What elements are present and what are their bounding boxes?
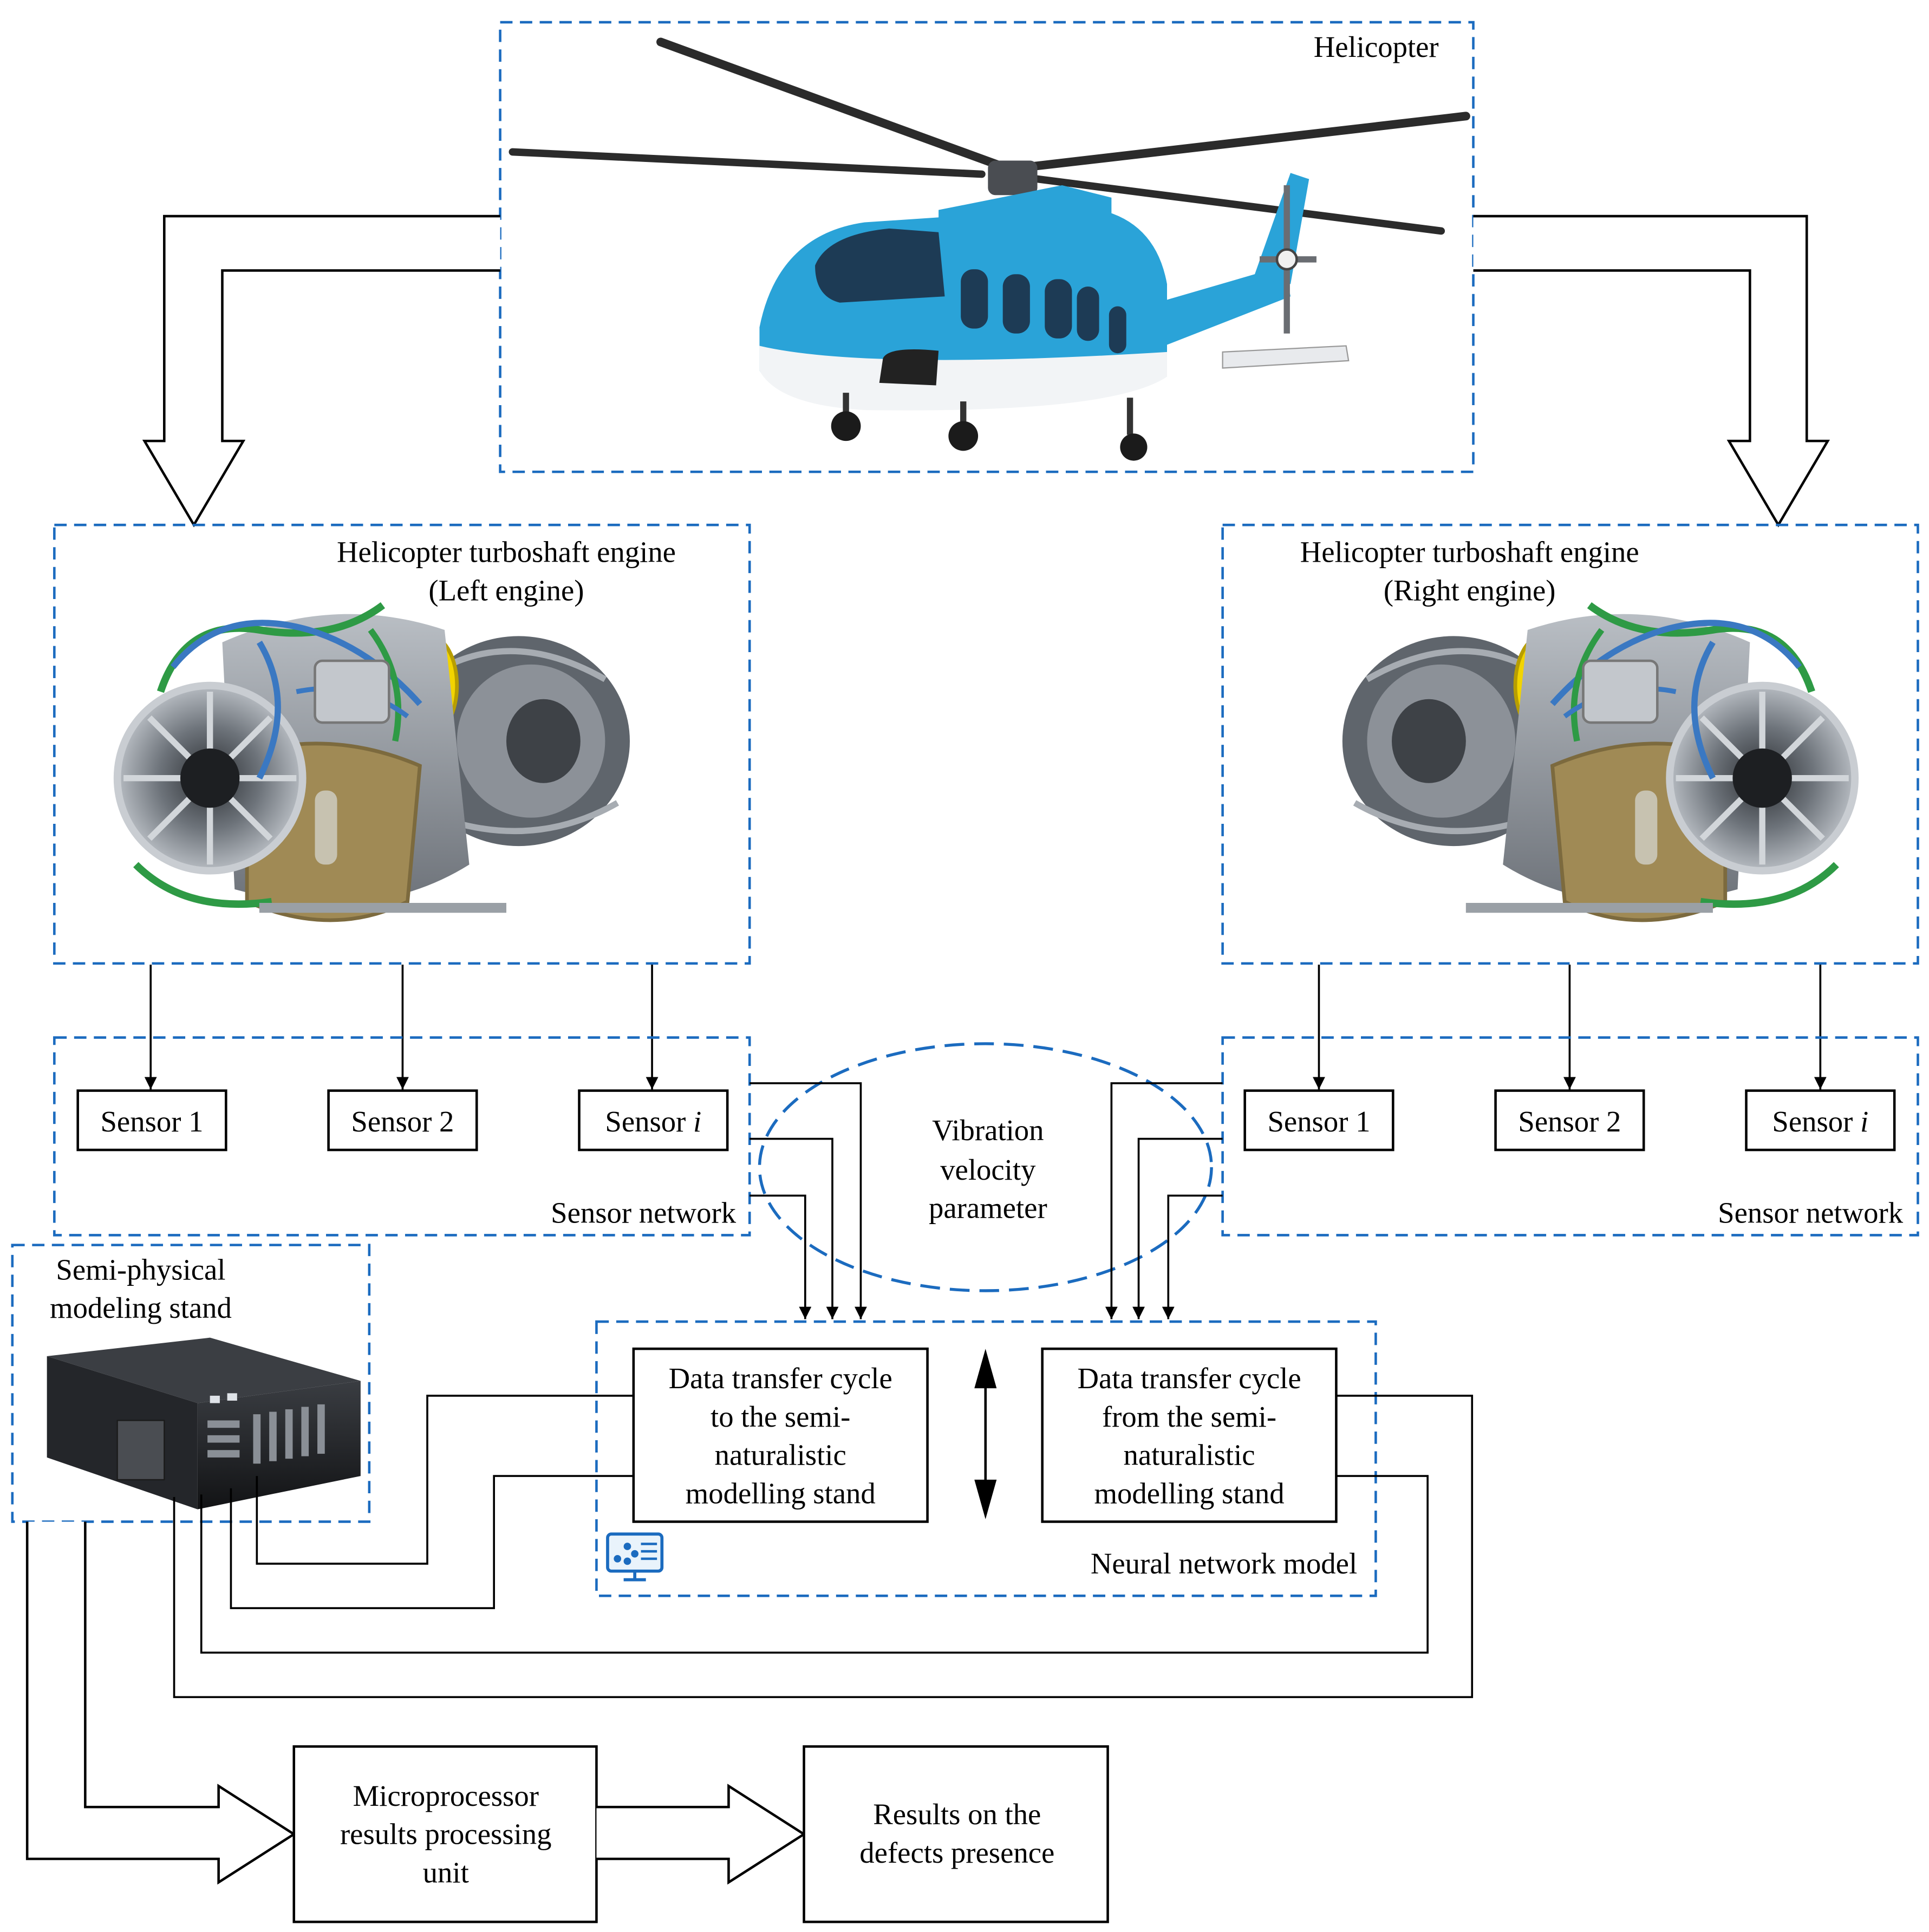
microprocessor-line-1: Microprocessor bbox=[353, 1779, 539, 1812]
vibration-line-3: parameter bbox=[929, 1191, 1047, 1224]
stand-network-connection-lines bbox=[173, 1395, 1474, 1699]
left-sensor-1-label: Sensor 1 bbox=[100, 1105, 203, 1138]
results-line-1: Results on the bbox=[873, 1798, 1041, 1831]
right-sensor-1-label: Sensor 1 bbox=[1267, 1105, 1370, 1138]
neural-network-label: Neural network model bbox=[1091, 1547, 1357, 1580]
left-engine-subtitle: (Left engine) bbox=[428, 574, 584, 607]
bidirectional-arrow bbox=[974, 1349, 997, 1519]
helicopter-label: Helicopter bbox=[1314, 30, 1439, 63]
right-sensor-1: Sensor 1 bbox=[1243, 1089, 1394, 1152]
to-stand-line-2: to the semi- bbox=[711, 1400, 850, 1433]
left-sensor-network-frame bbox=[53, 1036, 751, 1237]
right-sensor-2-label: Sensor 2 bbox=[1518, 1105, 1621, 1138]
right-sensor-i-index: i bbox=[1860, 1105, 1868, 1138]
from-stand-line-1: Data transfer cycle bbox=[1077, 1362, 1301, 1395]
left-sensor-network-label: Sensor network bbox=[551, 1196, 737, 1230]
from-stand-line-2: from the semi- bbox=[1102, 1400, 1276, 1433]
left-engine-frame bbox=[53, 523, 751, 965]
to-stand-line-4: modelling stand bbox=[686, 1476, 876, 1510]
neural-network-frame bbox=[595, 1320, 1377, 1597]
to-stand-line-1: Data transfer cycle bbox=[669, 1362, 892, 1395]
stand-line-2: modeling stand bbox=[50, 1291, 232, 1324]
right-engine-frame bbox=[1221, 523, 1919, 965]
to-stand-line-3: naturalistic bbox=[715, 1439, 846, 1472]
left-sensor-i-text: Sensor bbox=[605, 1105, 693, 1138]
data-transfer-to-stand: Data transfer cycle to the semi- natural… bbox=[632, 1347, 929, 1523]
vibration-line-2: velocity bbox=[940, 1153, 1036, 1186]
helicopter-image bbox=[509, 37, 1470, 461]
right-engine-subtitle: (Right engine) bbox=[1384, 574, 1556, 607]
right-engine-image bbox=[1343, 605, 1855, 920]
neural-network-monitor-icon bbox=[606, 1532, 664, 1582]
from-stand-line-3: naturalistic bbox=[1123, 1439, 1255, 1472]
right-sensor-i-label: Sensor i bbox=[1772, 1105, 1868, 1138]
vibration-ellipse bbox=[758, 1042, 1213, 1292]
right-sensor-2: Sensor 2 bbox=[1494, 1089, 1645, 1152]
industrial-pc-image bbox=[47, 1337, 361, 1510]
left-sensor-i-label: Sensor i bbox=[605, 1105, 701, 1138]
right-sensor-network-label: Sensor network bbox=[1718, 1196, 1904, 1230]
microprocessor-line-3: unit bbox=[423, 1856, 469, 1889]
left-engine-title: Helicopter turboshaft engine bbox=[337, 536, 676, 569]
stand-frame bbox=[11, 1244, 371, 1523]
left-sensor-i: Sensor i bbox=[578, 1089, 729, 1152]
left-engine-feed-arrow bbox=[142, 214, 500, 528]
left-sensor-1: Sensor 1 bbox=[76, 1089, 227, 1152]
left-engine-image bbox=[118, 605, 630, 920]
engine-to-sensor-arrows bbox=[144, 965, 1827, 1090]
right-engine-title: Helicopter turboshaft engine bbox=[1300, 536, 1639, 569]
left-sensor-2-label: Sensor 2 bbox=[351, 1105, 454, 1138]
data-transfer-from-stand: Data transfer cycle from the semi- natur… bbox=[1041, 1347, 1338, 1523]
stand-to-microprocessor-arrow bbox=[25, 1521, 296, 1885]
left-sensor-i-index: i bbox=[693, 1105, 701, 1138]
results-box: Results on the defects presence bbox=[803, 1745, 1109, 1923]
sensor-data-lines bbox=[750, 1082, 1223, 1319]
vibration-line-1: Vibration bbox=[932, 1114, 1044, 1147]
microprocessor-unit: Microprocessor results processing unit bbox=[292, 1745, 598, 1923]
right-sensor-network-frame bbox=[1221, 1036, 1919, 1237]
from-stand-line-4: modelling stand bbox=[1094, 1476, 1284, 1510]
right-sensor-i: Sensor i bbox=[1745, 1089, 1896, 1152]
right-engine-feed-arrow bbox=[1473, 214, 1830, 528]
microprocessor-line-2: results processing bbox=[340, 1818, 552, 1851]
right-sensor-i-text: Sensor bbox=[1772, 1105, 1860, 1138]
results-line-2: defects presence bbox=[859, 1836, 1054, 1869]
stand-line-1: Semi-physical bbox=[56, 1253, 225, 1286]
left-sensor-2: Sensor 2 bbox=[327, 1089, 478, 1152]
microprocessor-to-results-arrow bbox=[596, 1784, 806, 1885]
